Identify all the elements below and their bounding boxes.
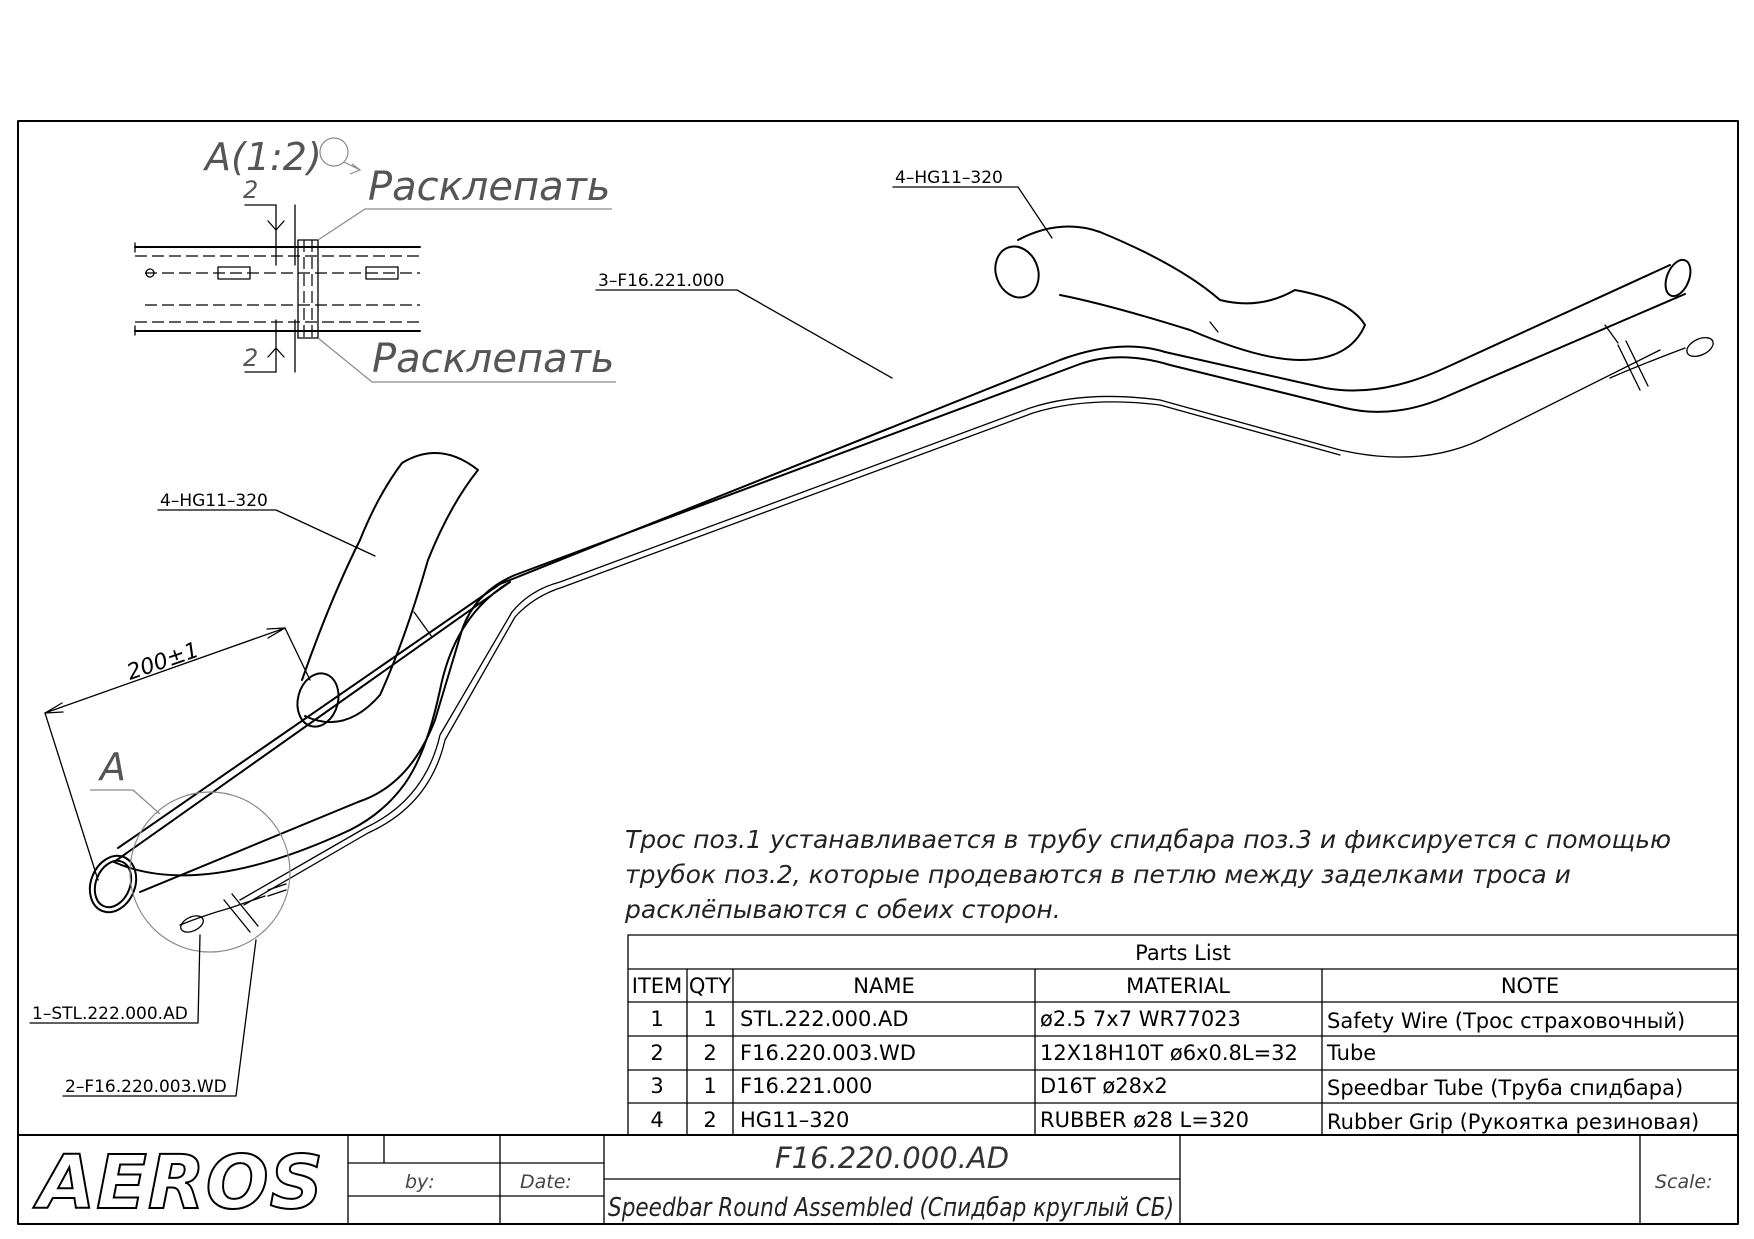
callout-tube: 2–F16.220.003.WD <box>65 1077 227 1097</box>
speedbar-assembly: 200±1 A <box>44 225 1714 953</box>
row1-item: 1 <box>650 1007 663 1031</box>
row2-note: Tube <box>1326 1041 1376 1065</box>
row2-material: 12X18H10T ø6x0.8L=32 <box>1040 1041 1298 1065</box>
row3-material: D16T ø28x2 <box>1040 1074 1168 1098</box>
row3-item: 3 <box>650 1074 663 1098</box>
col-header-name: NAME <box>853 974 914 998</box>
by-label: by: <box>405 1171 435 1193</box>
rubber-grip-top <box>1017 225 1366 361</box>
detail-dim-bottom: 2 <box>243 344 258 372</box>
row4-note: Rubber Grip (Рукоятка резиновая) <box>1327 1110 1699 1134</box>
detail-view-a: A(1:2) 2 2 Расклепать <box>134 135 616 383</box>
row4-name: HG11–320 <box>740 1108 849 1132</box>
view-marker-label: A <box>97 745 126 789</box>
row4-qty: 2 <box>703 1108 716 1132</box>
callout-speedbar-tube: 3–F16.221.000 <box>598 271 724 291</box>
row4-item: 4 <box>650 1108 663 1132</box>
col-header-material: MATERIAL <box>1126 974 1230 998</box>
view-direction-icon <box>319 137 362 175</box>
scale-label: Scale: <box>1655 1171 1713 1193</box>
detail-view-circle <box>129 791 291 953</box>
note-line-3: расклёпываются с обеих сторон. <box>624 895 1061 924</box>
rivet-label-bottom: Расклепать <box>372 336 615 382</box>
col-header-note: NOTE <box>1501 974 1559 998</box>
company-logo: AEROS <box>33 1140 324 1226</box>
row2-qty: 2 <box>703 1041 716 1065</box>
col-header-qty: QTY <box>689 974 731 998</box>
callout-grip-left: 4–HG11–320 <box>160 491 268 511</box>
row1-material: ø2.5 7x7 WR77023 <box>1040 1007 1241 1031</box>
rivet-label-top: Расклепать <box>368 164 611 210</box>
drawing-title: Speedbar Round Assembled (Спидбар круглы… <box>608 1193 1174 1223</box>
date-label: Date: <box>520 1171 572 1193</box>
drawing-number: F16.220.000.AD <box>775 1141 1009 1175</box>
length-dimension: 200±1 <box>124 638 203 686</box>
note-line-2: трубок поз.2, которые продеваются в петл… <box>625 860 1571 889</box>
title-block: AEROS by: Date: F16.220.000.AD Speedbar … <box>17 1134 1739 1227</box>
row4-material: RUBBER ø28 L=320 <box>1040 1108 1249 1132</box>
parts-list: Parts List ITEM QTY NAME MATERIAL NOTE 1… <box>627 934 1739 1136</box>
row2-item: 2 <box>650 1041 663 1065</box>
parts-list-title: Parts List <box>1135 941 1231 965</box>
row3-name: F16.221.000 <box>740 1074 872 1098</box>
row1-qty: 1 <box>703 1007 716 1031</box>
row3-note: Speedbar Tube (Труба спидбара) <box>1327 1076 1683 1100</box>
col-header-item: ITEM <box>632 974 682 998</box>
speedbar-tube-upper-edge <box>113 581 511 877</box>
row3-qty: 1 <box>703 1074 716 1098</box>
row2-name: F16.220.003.WD <box>740 1041 916 1065</box>
callouts: 4–HG11–320 3–F16.221.000 4–HG11–320 1–ST… <box>29 168 1053 1097</box>
callout-wire: 1–STL.222.000.AD <box>32 1004 188 1024</box>
callout-grip-top: 4–HG11–320 <box>895 168 1003 188</box>
wire-loop-left <box>179 883 287 933</box>
detail-dim-top: 2 <box>243 176 258 204</box>
drawing-frame <box>17 120 1739 1225</box>
note-line-1: Трос поз.1 устанавливается в трубу спидб… <box>625 825 1671 854</box>
tube-end-right <box>1664 258 1692 298</box>
assembly-note: Трос поз.1 устанавливается в трубу спидб… <box>624 825 1671 924</box>
safety-wire <box>239 349 1661 901</box>
rubber-grip-left <box>301 452 479 724</box>
row1-note: Safety Wire (Трос страховочный) <box>1327 1009 1685 1033</box>
wire-loop-right <box>1604 324 1714 391</box>
detail-view-label: A(1:2) <box>202 135 322 179</box>
row1-name: STL.222.000.AD <box>740 1007 909 1031</box>
